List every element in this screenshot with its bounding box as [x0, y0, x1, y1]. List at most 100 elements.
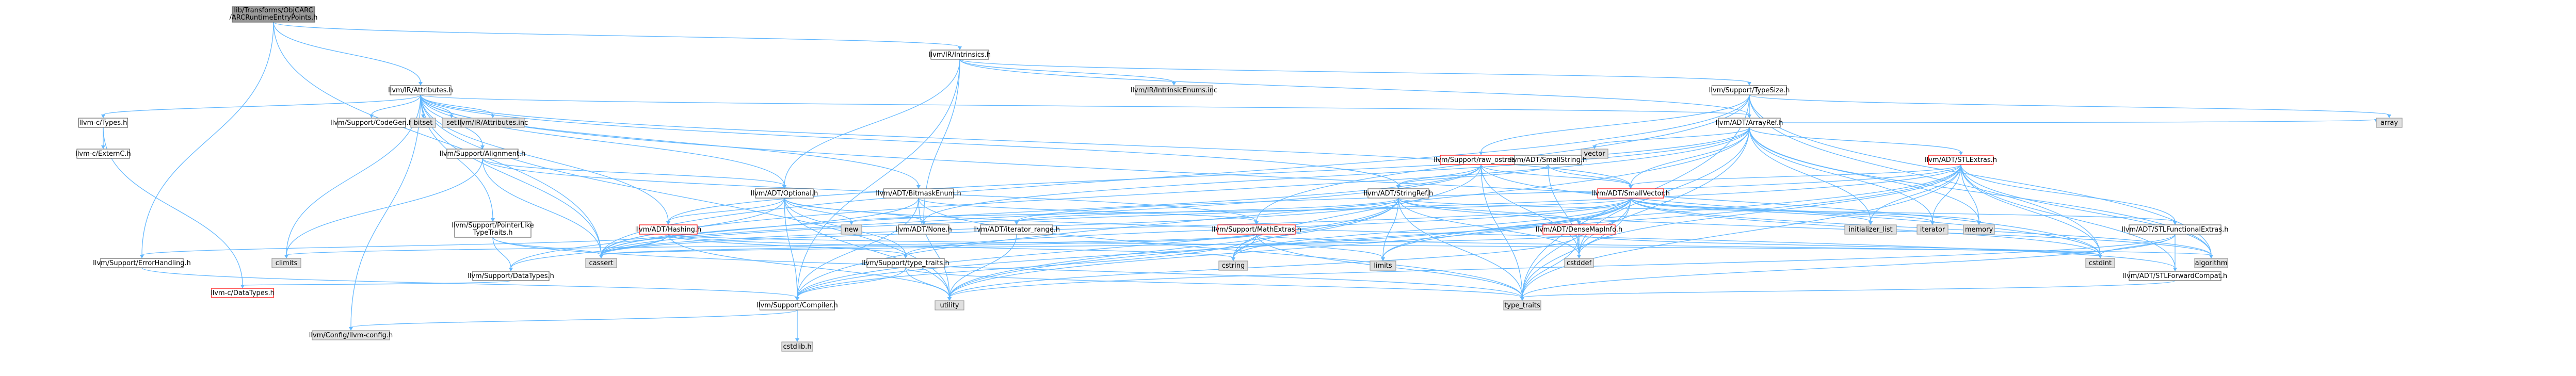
node-label: llvm/ADT/BitmaskEnum.h: [876, 190, 961, 198]
edge-stlextras-to-type_traits: [1522, 164, 1961, 298]
edge-arrayref-to-type_traits: [1522, 127, 1750, 298]
node-label: llvm/Support/CodeGen.h: [330, 119, 413, 127]
node-box: [898, 224, 949, 235]
node-box: [1963, 224, 1995, 235]
node-cassert: cassert: [585, 258, 617, 268]
node-box: [980, 224, 1053, 235]
edge-stlfunctional-to-type_traits: [1522, 234, 2176, 298]
node-typesize[interactable]: llvm/Support/TypeSize.h: [1709, 85, 1790, 95]
node-hashing[interactable]: llvm/ADT/Hashing.h: [635, 224, 701, 235]
edge-rawostream-to-cstdint: [1480, 164, 2101, 256]
node-cdatatypes[interactable]: llvm-c/DataTypes.h: [211, 288, 275, 298]
edge-stringref-to-cstddef: [1398, 198, 1580, 256]
edge-mathextras-to-climits: [286, 234, 1257, 256]
node-set: set: [442, 118, 461, 128]
edge-optional-to-hashing: [668, 198, 785, 222]
node-datatypes[interactable]: llvm/Support/DataTypes.h: [468, 271, 554, 281]
edge-intrinsics-to-optional: [784, 59, 960, 186]
node-bitmaskenum[interactable]: llvm/ADT/BitmaskEnum.h: [876, 188, 961, 199]
node-label: array: [2380, 119, 2398, 127]
edge-attributes-to-ctypes: [103, 94, 421, 116]
edge-arrowhead: [916, 185, 921, 189]
edge-arrowhead: [369, 115, 374, 118]
node-errorhandling[interactable]: llvm/Support/ErrorHandling.h: [93, 258, 191, 268]
edge-root-to-cassert: [273, 22, 602, 256]
edge-arrowhead: [491, 115, 495, 118]
node-label: /ARCRuntimeEntryPoints.h: [229, 14, 317, 22]
node-compiler[interactable]: llvm/Support/Compiler.h: [756, 300, 838, 310]
node-box: [232, 6, 315, 23]
node-label: llvm/IR/Attributes.inc: [458, 119, 528, 127]
edge-typetraits_llvm-to-utility: [905, 267, 950, 298]
node-smallvector[interactable]: llvm/ADT/SmallVector.h: [1591, 188, 1670, 199]
node-box: [883, 188, 954, 199]
edge-smallstring-to-smallvector: [1548, 164, 1631, 186]
node-box: [1217, 224, 1296, 235]
node-box: [442, 118, 461, 128]
node-root[interactable]: lib/Transforms/ObjCARC/ARCRuntimeEntryPo…: [229, 6, 318, 23]
node-arrayref[interactable]: llvm/ADT/ArrayRef.h: [1716, 118, 1783, 128]
edge-arrowhead: [418, 82, 423, 86]
node-codegen[interactable]: llvm/Support/CodeGen.h: [330, 118, 413, 128]
edge-arrowhead: [849, 221, 854, 225]
edge-smallvector-to-compiler: [797, 198, 1631, 298]
edge-mathextras-to-cstdint: [1256, 234, 2101, 256]
edge-arrowhead: [1479, 152, 1483, 155]
node-typetraits_llvm[interactable]: llvm/Support/type_traits.h: [862, 258, 949, 268]
node-optional[interactable]: llvm/ADT/Optional.h: [751, 188, 818, 199]
node-label: iterator: [1920, 226, 1945, 234]
node-box: [1581, 149, 1608, 159]
node-label: cstdlib.h: [783, 343, 811, 351]
node-mathextras[interactable]: llvm/Support/MathExtras.h: [1212, 224, 1301, 235]
node-algorithm: algorithm: [2194, 258, 2228, 268]
edge-compiler-to-llvmconfig: [350, 309, 798, 328]
node-smallstring[interactable]: llvm/ADT/SmallString.h: [1509, 155, 1587, 165]
edge-bitmaskenum-to-type_traits: [918, 198, 1523, 298]
edge-arrowhead: [2387, 115, 2391, 118]
edge-bitmaskenum-to-utility: [918, 198, 950, 298]
node-initlist: initializer_list: [1844, 224, 1897, 235]
node-ctypes[interactable]: llvm-c/Types.h: [78, 118, 128, 128]
node-box: [2085, 258, 2115, 268]
node-label: llvm/Support/PointerLike: [452, 222, 534, 230]
edge-smallvector-to-type_traits: [1522, 198, 1631, 298]
edge-hashing-to-algorithm: [668, 234, 2212, 256]
node-stlforward[interactable]: llvm/ADT/STLForwardCompat.h: [2123, 271, 2227, 281]
edge-stlextras-to-limits: [1382, 164, 1961, 258]
node-stlfunctional[interactable]: llvm/ADT/STLFunctionalExtras.h: [2122, 224, 2229, 235]
edge-alignment-to-optional: [482, 158, 785, 186]
node-climits: climits: [271, 258, 301, 268]
edge-arrowhead: [1747, 82, 1751, 86]
node-box: [1564, 258, 1594, 268]
edge-smallvector-to-cassert: [601, 198, 1631, 256]
node-box: [78, 118, 128, 128]
edge-arrowhead: [1577, 221, 1581, 225]
edge-arrayref-to-array: [1780, 119, 2377, 123]
edge-arrowhead: [1930, 221, 1935, 225]
node-box: [1718, 118, 1781, 128]
edge-stlextras-to-iteratorrange: [1016, 164, 1961, 222]
node-none[interactable]: llvm/ADT/None.h: [895, 224, 952, 235]
node-box: [1503, 300, 1541, 310]
edge-rawostream-to-type_traits: [1480, 164, 1523, 298]
edge-rawostream-to-cstring: [1233, 164, 1482, 258]
node-label: llvm/ADT/STLForwardCompat.h: [2123, 272, 2227, 280]
node-alignment[interactable]: llvm/Support/Alignment.h: [440, 149, 526, 159]
edge-arrowhead: [491, 218, 495, 222]
node-iteratorrange[interactable]: llvm/ADT/iterator_range.h: [973, 224, 1060, 235]
edge-attributes-to-optional: [420, 94, 785, 186]
edge-typetraits_llvm-to-compiler: [797, 267, 906, 298]
node-label: new: [845, 226, 859, 234]
node-intrinsics[interactable]: llvm/IR/Intrinsics.h: [929, 50, 991, 60]
node-densemapinfo[interactable]: llvm/ADT/DenseMapInfo.h: [1536, 224, 1622, 235]
node-attributes[interactable]: llvm/IR/Attributes.h: [388, 85, 453, 95]
node-label: llvm-c/ExternC.h: [75, 150, 131, 158]
node-cexternc[interactable]: llvm-c/ExternC.h: [75, 149, 131, 159]
edge-arrowhead: [1577, 255, 1581, 258]
node-stlextras[interactable]: llvm/ADT/STLExtras.h: [1925, 155, 1997, 165]
node-rawostream[interactable]: llvm/Support/raw_ostream.h: [1434, 155, 1528, 165]
node-label: climits: [276, 259, 298, 267]
node-stringref[interactable]: llvm/ADT/StringRef.h: [1364, 188, 1433, 199]
edge-smallvector-to-initlist: [1630, 198, 1871, 222]
